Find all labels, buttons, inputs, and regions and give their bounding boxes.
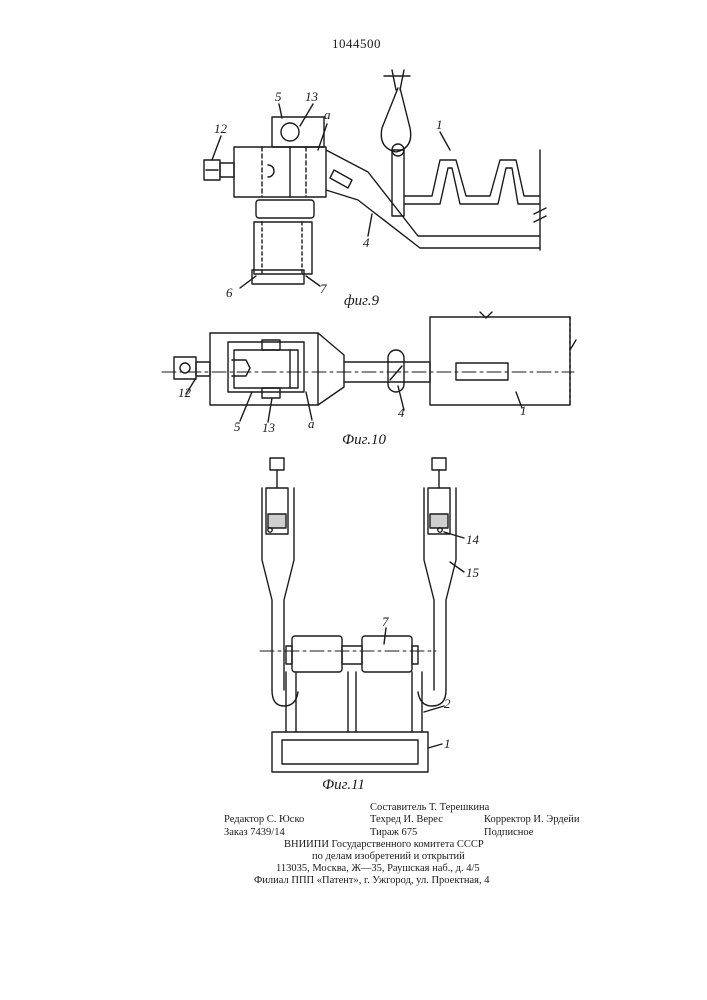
imprint-org-line-2: по делам изобретений и открытий — [312, 852, 465, 863]
fig9-label-12: 12 — [214, 122, 227, 135]
figure-11-drawing — [260, 458, 464, 772]
figure-10-drawing — [162, 312, 576, 422]
imprint-circulation: Тираж 675 — [370, 828, 417, 839]
fig11-label-2: 2 — [444, 697, 451, 710]
figure-9-drawing — [204, 70, 546, 288]
fig10-label-12: 12 — [178, 386, 191, 399]
fig11-label-15: 15 — [466, 566, 479, 579]
imprint-editor: Редактор С. Юско — [224, 815, 304, 826]
fig9-label-5: 5 — [275, 90, 282, 103]
imprint-order: Заказ 7439/14 — [224, 828, 285, 839]
fig9-label-7: 7 — [320, 282, 327, 295]
imprint-org-line-1: ВНИИПИ Государственного комитета СССР — [284, 840, 484, 851]
fig10-label-13: 13 — [262, 421, 275, 434]
imprint-address: 113035, Москва, Ж—35, Раушская наб., д. … — [276, 864, 480, 875]
fig9-caption: фиг.9 — [344, 294, 379, 309]
fig11-label-7: 7 — [382, 615, 389, 628]
fig9-label-1: 1 — [436, 118, 443, 131]
fig11-label-14: 14 — [466, 533, 479, 546]
fig10-label-a: а — [308, 417, 315, 430]
fig10-caption: Фиг.10 — [342, 433, 386, 448]
imprint-branch: Филиал ППП «Патент», г. Ужгород, ул. Про… — [254, 876, 489, 887]
fig11-caption: Фиг.11 — [322, 778, 365, 793]
imprint-compiler: Составитель Т. Терешкина — [370, 803, 489, 814]
fig11-label-1: 1 — [444, 737, 451, 750]
fig9-label-13: 13 — [305, 90, 318, 103]
fig10-label-4: 4 — [398, 406, 405, 419]
fig10-label-5: 5 — [234, 420, 241, 433]
fig9-label-a: а — [324, 108, 331, 121]
fig9-label-4: 4 — [363, 236, 370, 249]
fig10-label-1: 1 — [520, 404, 527, 417]
imprint-corrector: Корректор И. Эрдейи — [484, 815, 580, 826]
imprint-techred: Техред И. Верес — [370, 815, 443, 826]
fig9-label-6: 6 — [226, 286, 233, 299]
imprint-subscription: Подписное — [484, 828, 533, 839]
